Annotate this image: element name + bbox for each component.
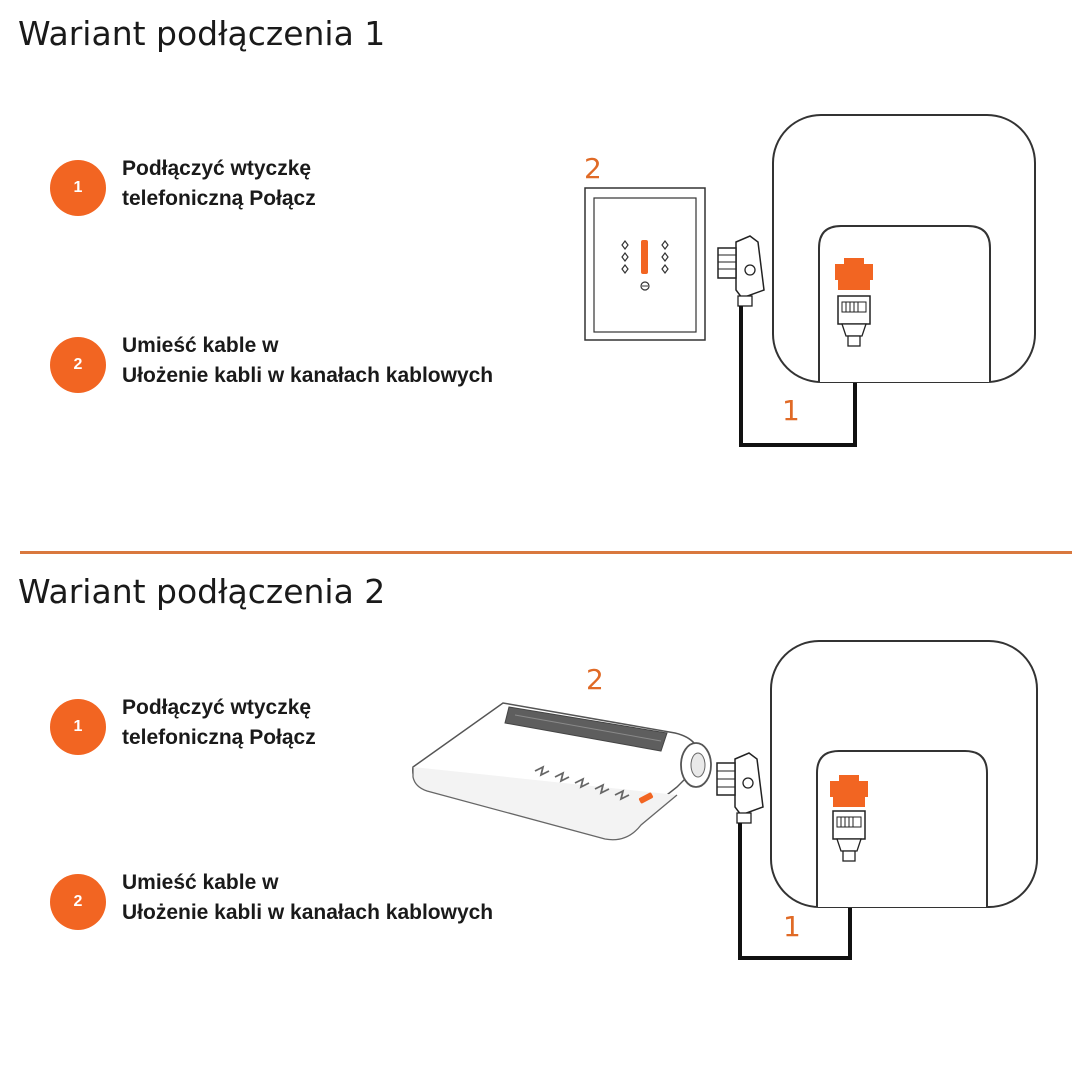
- phone-cable: [739, 306, 857, 447]
- variant-1-diagram: 2 1: [584, 114, 1036, 447]
- step-line-2: telefoniczną Połącz: [122, 187, 316, 210]
- cable-callout-number: 1: [782, 394, 800, 427]
- phone-cable: [738, 823, 852, 960]
- step-line-1: Umieść kable w: [122, 334, 279, 357]
- step-line-2: Ułożenie kabli w kanałach kablowych: [122, 364, 494, 387]
- step-line-1: Umieść kable w: [122, 871, 279, 894]
- device-callout-number: 2: [586, 663, 604, 696]
- cable-callout-number: 1: [783, 910, 801, 943]
- step-number-badge: 2: [50, 337, 106, 393]
- step-number-badge: 1: [50, 160, 106, 216]
- step-instruction: Podłączyć wtyczkę telefoniczną Połącz: [122, 154, 316, 214]
- wall-socket-illustration: [584, 187, 706, 341]
- device-callout-number: 2: [584, 152, 602, 185]
- variant-1-title: Wariant podłączenia 1: [18, 14, 386, 53]
- step-line-2: Ułożenie kabli w kanałach kablowych: [122, 901, 494, 924]
- variant-2-diagram: 2 1: [412, 640, 1038, 960]
- base-station-illustration: [412, 702, 712, 841]
- step-line-1: Podłączyć wtyczkę: [122, 696, 312, 719]
- tae-plug-illustration: [716, 752, 764, 824]
- step-number-badge: 1: [50, 699, 106, 755]
- step-instruction: Umieść kable w Ułożenie kabli w kanałach…: [122, 331, 493, 391]
- router-illustration: [772, 114, 1036, 383]
- variant-2-title: Wariant podłączenia 2: [18, 572, 386, 611]
- step-line-2: telefoniczną Połącz: [122, 726, 316, 749]
- rj-plug-icon: [832, 810, 866, 862]
- step-line-1: Podłączyć wtyczkę: [122, 157, 312, 180]
- section-divider: [20, 551, 1072, 554]
- router-illustration: [770, 640, 1038, 908]
- step-instruction: Podłączyć wtyczkę telefoniczną Połącz: [122, 693, 316, 753]
- step-number-badge: 2: [50, 874, 106, 930]
- tae-plug-illustration: [717, 235, 765, 307]
- rj-port-icon: [835, 258, 873, 290]
- rj-port-icon: [830, 775, 868, 807]
- rj-plug-icon: [837, 295, 871, 347]
- step-instruction: Umieść kable w Ułożenie kabli w kanałach…: [122, 868, 493, 928]
